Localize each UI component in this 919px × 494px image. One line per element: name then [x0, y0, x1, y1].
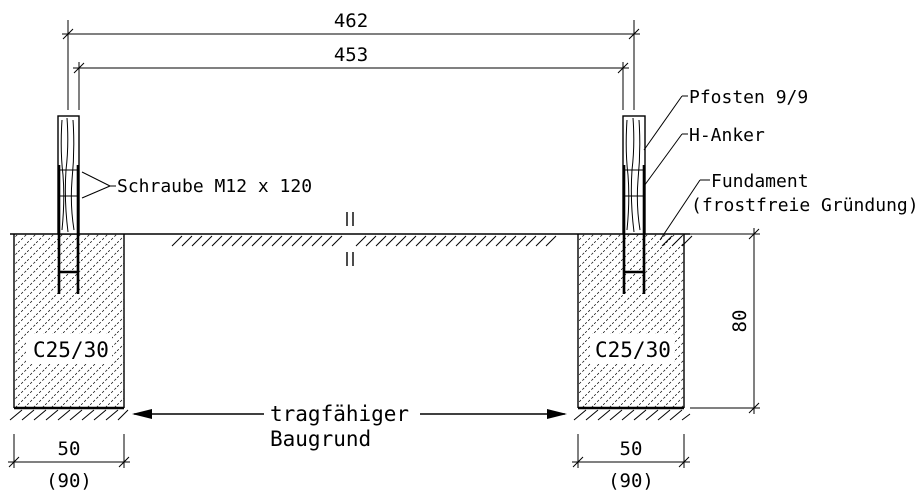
post-callout: Pfosten 9/9	[643, 87, 808, 151]
bearing-ground-label-2: Baugrund	[270, 427, 371, 451]
dimension-footing-width-left: 50 (90)	[8, 434, 130, 492]
bearing-ground-label-1: tragfähiger	[270, 402, 409, 426]
dimension-footing-width-right: 50 (90)	[572, 434, 690, 492]
left-footing: C25/30	[9, 234, 129, 421]
dimension-clear-span: 453	[73, 44, 629, 110]
dimension-footing-width-left-value: 50	[58, 438, 81, 460]
foundation-label-2: (frostfreie Gründung)	[691, 195, 919, 216]
dimension-footing-depth-value: 80	[729, 310, 751, 333]
right-post	[622, 115, 646, 235]
anchor-callout: H-Anker	[643, 125, 765, 187]
anchor-label: H-Anker	[689, 125, 765, 146]
dimension-clear-span-value: 453	[334, 44, 368, 66]
left-post	[57, 115, 80, 235]
right-h-anchor	[622, 165, 646, 294]
foundation-label-1: Fundament	[711, 171, 809, 192]
foundation-callout: Fundament (frostfreie Gründung)	[659, 171, 919, 241]
ground-hatch-middle	[171, 235, 557, 247]
dimension-footing-width-left-alt: (90)	[46, 470, 92, 492]
dimension-overall-span-value: 462	[334, 10, 368, 32]
left-h-anchor	[57, 165, 80, 294]
screw-callout: Schraube M12 x 120	[81, 171, 312, 199]
post-label: Pfosten 9/9	[689, 87, 808, 108]
dimension-footing-width-right-value: 50	[620, 438, 643, 460]
concrete-grade-box-right	[590, 334, 674, 364]
right-footing: C25/30	[573, 234, 691, 421]
screw-label: Schraube M12 x 120	[117, 176, 312, 197]
dimension-footing-depth: 80	[690, 228, 760, 414]
ground-break-symbol	[346, 212, 354, 266]
concrete-grade-left: C25/30	[33, 338, 109, 362]
bearing-ground-callout: tragfähiger Baugrund	[132, 402, 567, 451]
dimension-footing-width-right-alt: (90)	[608, 470, 654, 492]
concrete-grade-right: C25/30	[595, 338, 671, 362]
dimension-overall-span: 462	[62, 10, 640, 110]
concrete-grade-box-left	[26, 334, 112, 364]
